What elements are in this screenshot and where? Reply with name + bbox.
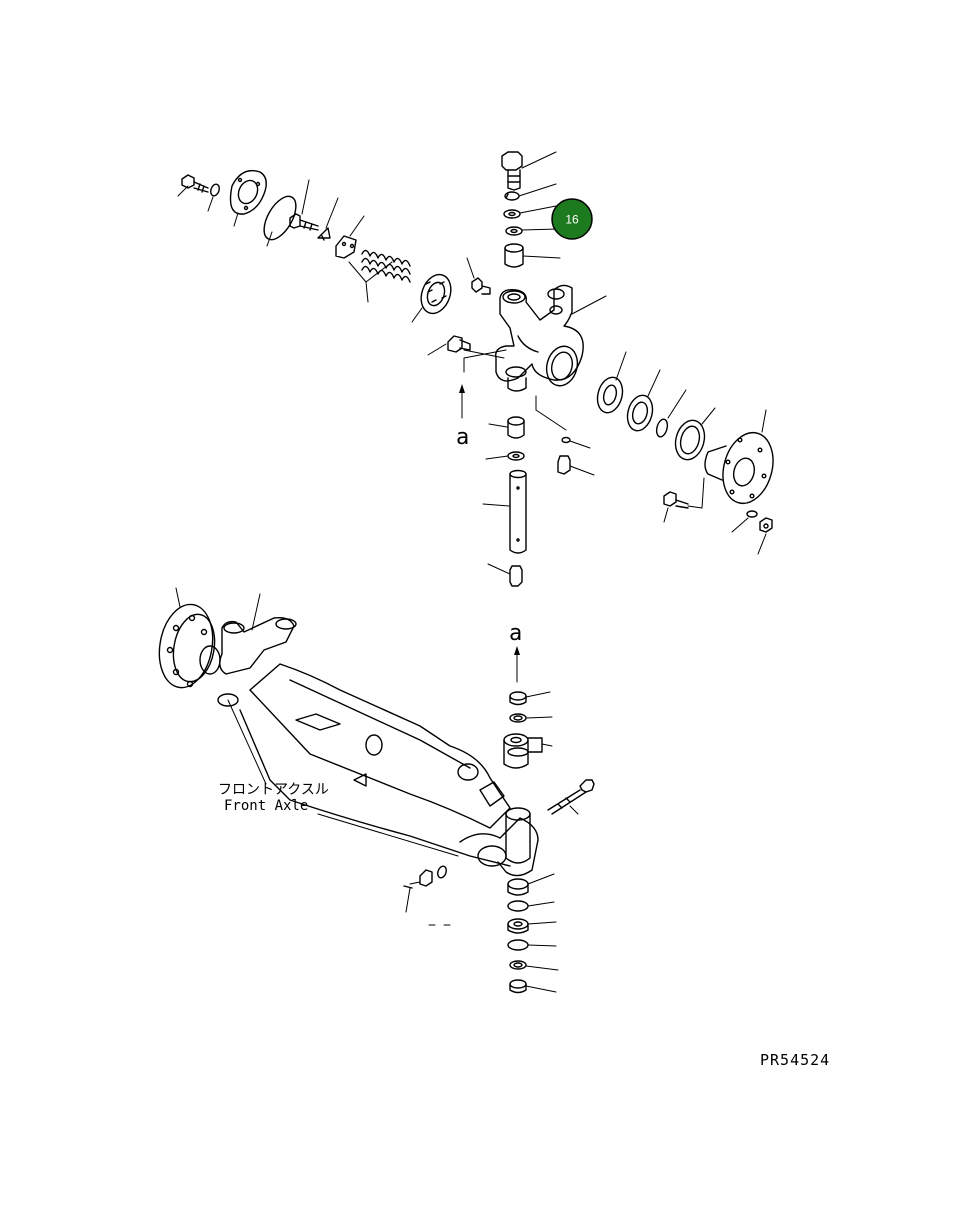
- pivot-o-ring-2[interactable]: [507, 939, 557, 951]
- steering-knuckle[interactable]: [495, 284, 607, 392]
- wheel-hub[interactable]: [704, 409, 780, 509]
- king-pin-bushing-upper[interactable]: [504, 243, 561, 268]
- lock-bolt[interactable]: [289, 179, 319, 231]
- hub-cover-plate[interactable]: [229, 169, 267, 227]
- pivot-side-washer[interactable]: [436, 865, 448, 879]
- king-pin-washer[interactable]: [503, 205, 557, 219]
- hub-seal-ring[interactable]: [671, 407, 716, 463]
- callout-16[interactable]: 16: [551, 198, 593, 240]
- callout-16-number: 16: [565, 213, 579, 227]
- grease-fitting-upper[interactable]: [466, 257, 491, 295]
- grease-fitting-side[interactable]: [427, 335, 471, 356]
- front-axle-assembly[interactable]: [153, 600, 539, 877]
- axle-label-jp: フロントアクスル: [218, 782, 329, 798]
- drawing-code: PR54524: [760, 1051, 830, 1069]
- cover-o-ring[interactable]: [258, 191, 303, 247]
- axle-leader-lines: [175, 587, 459, 857]
- pivot-lower-washer[interactable]: [509, 960, 559, 971]
- hub-nut[interactable]: [757, 517, 773, 555]
- pivot-thrust-washer[interactable]: [507, 918, 557, 934]
- shim-set[interactable]: [348, 249, 411, 303]
- stopper-bolt[interactable]: [557, 455, 595, 476]
- king-pin-bushing-lower[interactable]: [488, 416, 525, 439]
- king-pin-spring-washer[interactable]: [504, 183, 557, 201]
- view-label-a-upper: a: [456, 425, 469, 450]
- pivot-o-ring-1[interactable]: [507, 900, 555, 912]
- pivot-support-bracket[interactable]: [507, 737, 553, 757]
- hub-small-o-ring[interactable]: [655, 389, 687, 438]
- leader-to-view-a: [463, 349, 507, 373]
- axle-label-en: Front Axle: [224, 798, 308, 814]
- hub-bearing-inner[interactable]: [594, 351, 627, 415]
- king-pin-shim[interactable]: [505, 226, 559, 236]
- pivot-upper-nut[interactable]: [509, 691, 551, 706]
- king-pin[interactable]: [482, 469, 527, 554]
- lower-grease-fitting[interactable]: [487, 563, 523, 587]
- hub-washer[interactable]: [731, 510, 758, 533]
- hub-oil-seal[interactable]: [624, 369, 661, 433]
- cover-bolt[interactable]: [177, 174, 209, 197]
- hub-bolt[interactable]: [663, 477, 705, 523]
- king-pin-upper-stack: [501, 151, 561, 268]
- pivot-lower-nut-side[interactable]: [403, 869, 433, 913]
- view-arrow-a-lower: a: [509, 621, 522, 683]
- axle-label: フロントアクスル Front Axle: [218, 782, 329, 814]
- cover-washer[interactable]: [207, 183, 221, 212]
- callout-16-marker[interactable]: [551, 198, 593, 240]
- pivot-pin-bolt[interactable]: [547, 779, 595, 815]
- hub-cover-group: [177, 169, 456, 323]
- knuckle-stopper-leader: [535, 395, 567, 431]
- stopper-ring[interactable]: [561, 436, 591, 449]
- pivot-upper-washer[interactable]: [509, 713, 553, 723]
- pivot-bushing-lower[interactable]: [507, 873, 555, 896]
- thrust-washer-lower[interactable]: [485, 451, 525, 461]
- split-pin[interactable]: [317, 197, 339, 241]
- view-arrow-a-upper: a: [456, 384, 469, 450]
- king-pin-bolt[interactable]: [501, 151, 557, 191]
- castle-nut[interactable]: [335, 215, 365, 259]
- pivot-lower-nut[interactable]: [509, 979, 557, 994]
- hub-bearing-outer[interactable]: [411, 270, 456, 323]
- view-label-a-lower: a: [509, 621, 522, 646]
